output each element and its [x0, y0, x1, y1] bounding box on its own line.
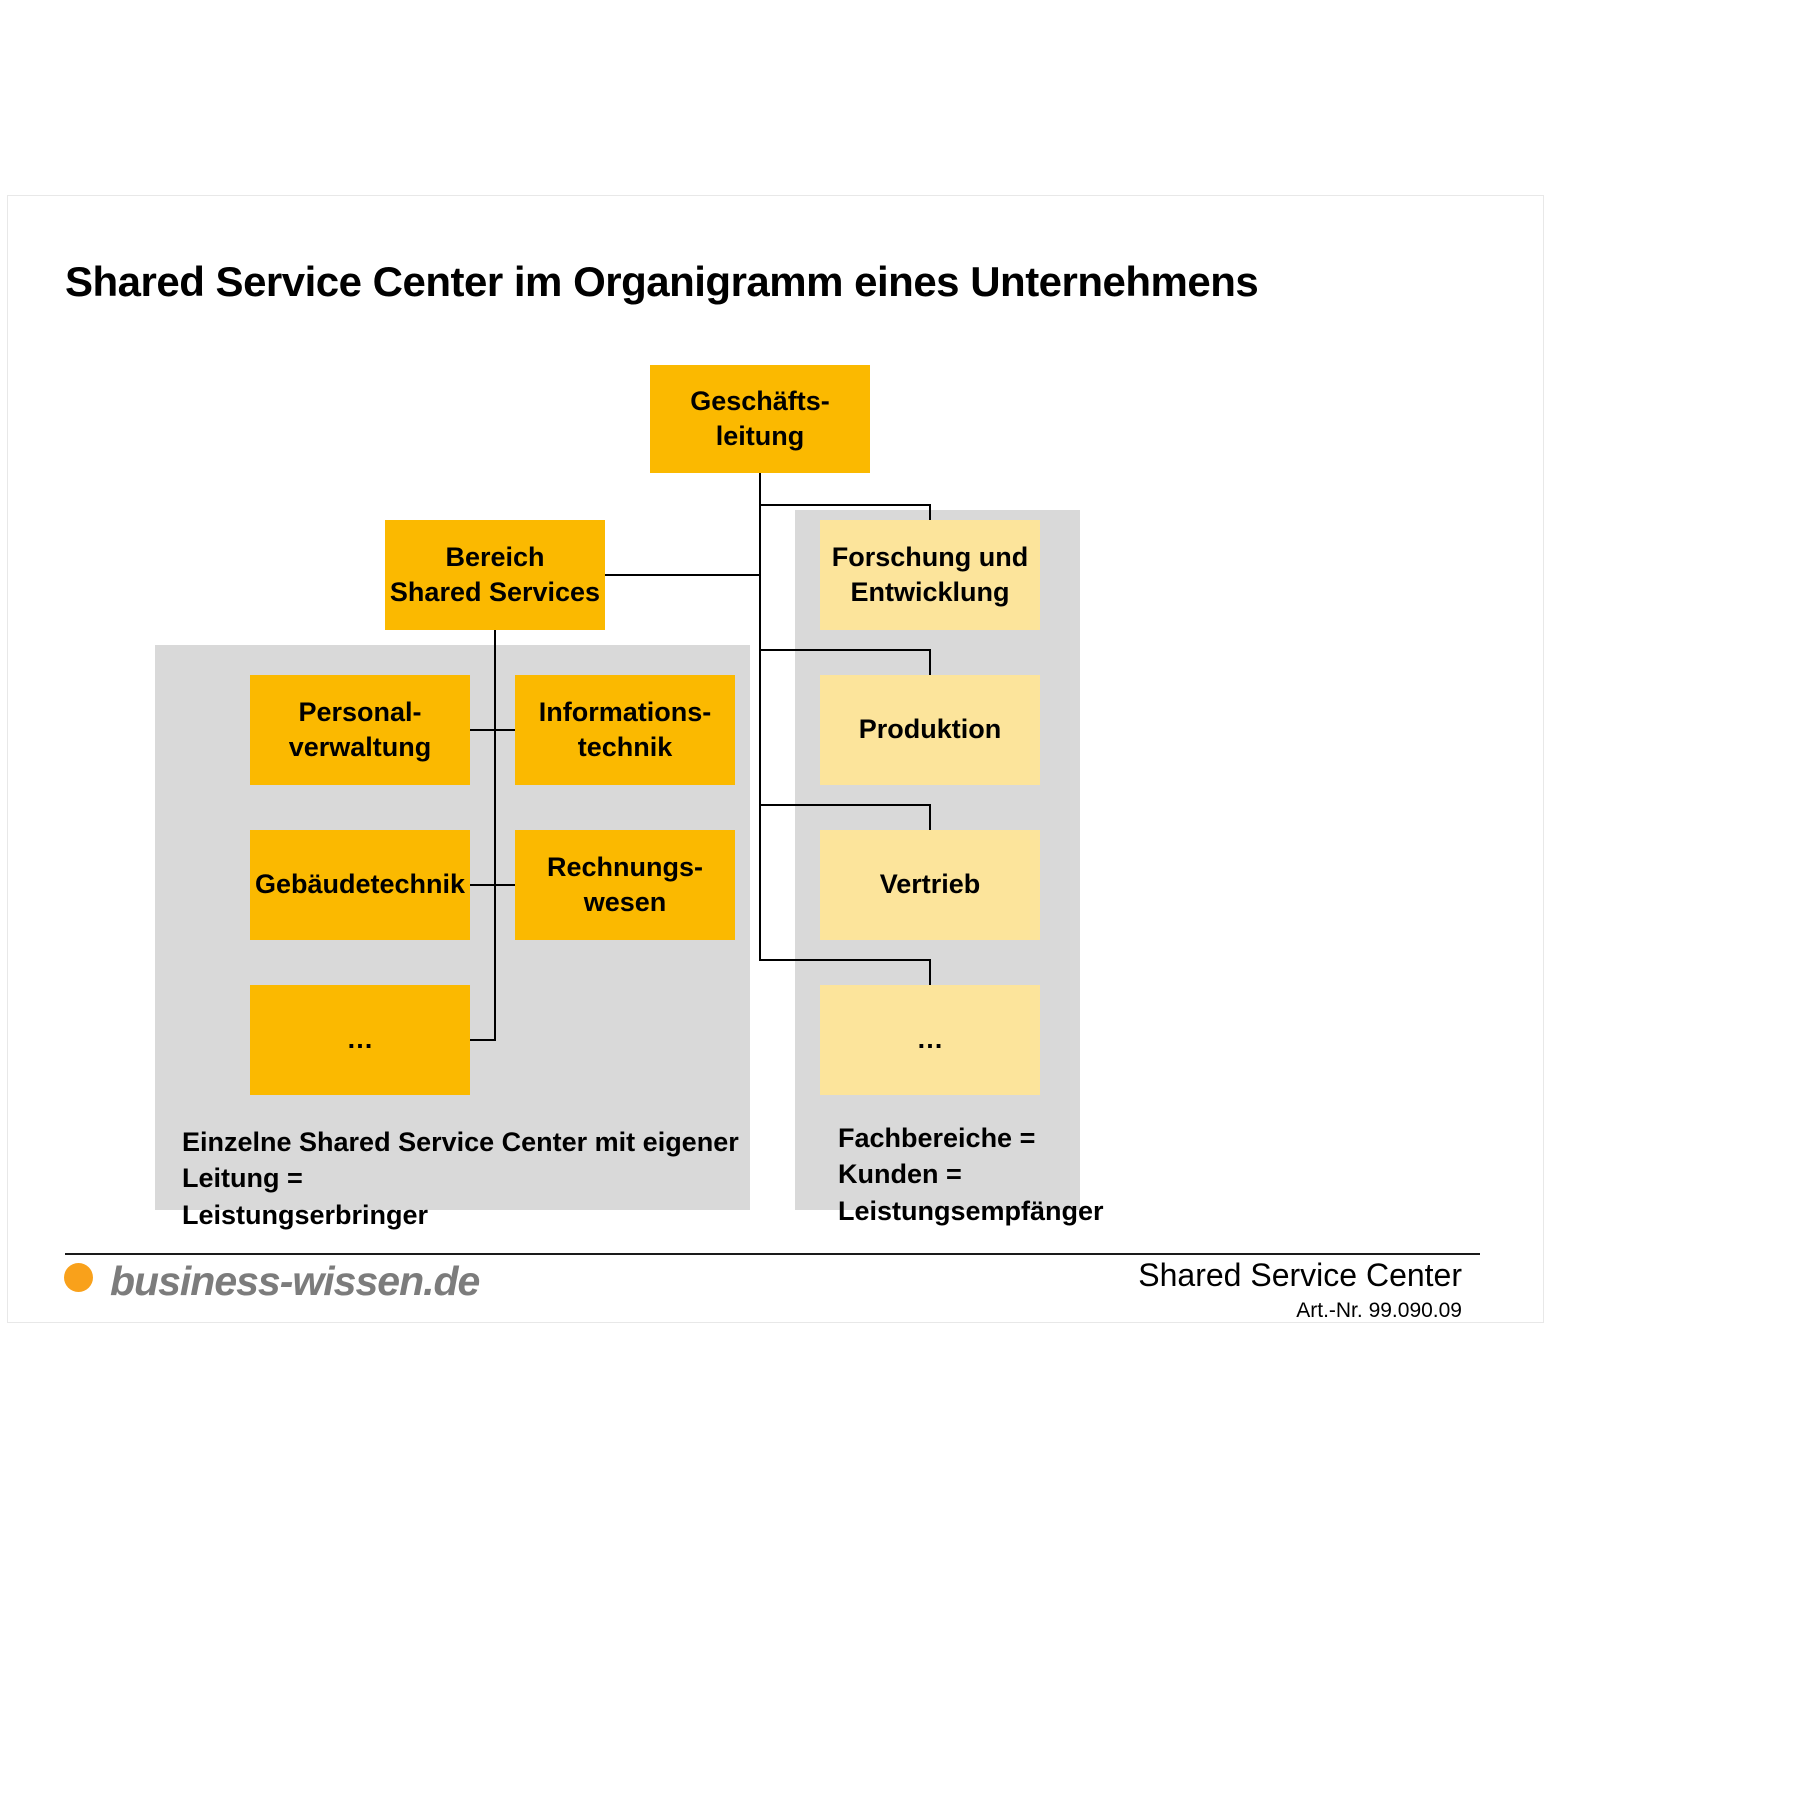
org-box-shared-ellipsis: …: [250, 985, 470, 1095]
org-box-vertrieb: Vertrieb: [820, 830, 1040, 940]
caption-shared-service-center: Einzelne Shared Service Center mit eigen…: [182, 1127, 739, 1230]
connector-to-bereich: [605, 574, 761, 576]
footer-document-info: Shared Service Center Art.-Nr. 99.090.09: [962, 1257, 1462, 1323]
org-box-rechnungswesen: Rechnungs- wesen: [515, 830, 735, 940]
orange-dot-icon: [64, 1263, 93, 1292]
connector-trunk-left: [494, 630, 496, 1041]
connector-branch-forschung-h: [759, 504, 931, 506]
footer-article-number: Art.-Nr. 99.090.09: [1296, 1299, 1462, 1323]
org-box-geschaeftsleitung: Geschäfts- leitung: [650, 365, 870, 473]
org-box-informationstechnik: Informations- technik: [515, 675, 735, 785]
connector-trunk-right: [759, 472, 761, 961]
org-box-bereich-shared-services: Bereich Shared Services: [385, 520, 605, 630]
connector-branch-produktion-h: [759, 649, 931, 651]
org-box-fachbereich-ellipsis: …: [820, 985, 1040, 1095]
brand-logo: business-wissen.de: [110, 1258, 480, 1304]
footer-doc-title: Shared Service Center: [1138, 1257, 1462, 1293]
connector-row3: [470, 1039, 496, 1041]
connector-row2: [470, 884, 515, 886]
connector-branch-dots-h: [759, 959, 931, 961]
connector-branch-produktion-v: [929, 649, 931, 677]
connector-branch-vertrieb-h: [759, 804, 931, 806]
connector-row1: [470, 729, 515, 731]
footer-divider: [65, 1253, 1480, 1255]
org-box-personalverwaltung: Personal- verwaltung: [250, 675, 470, 785]
connector-branch-dots-v: [929, 959, 931, 987]
caption-fachbereiche: Fachbereiche = Kunden = Leistungsempfäng…: [838, 1123, 1104, 1226]
org-box-gebaeudetechnik: Gebäudetechnik: [250, 830, 470, 940]
connector-branch-forschung-v: [929, 504, 931, 522]
org-box-forschung-entwicklung: Forschung und Entwicklung: [820, 520, 1040, 630]
page-title: Shared Service Center im Organigramm ein…: [65, 258, 1259, 305]
connector-branch-vertrieb-v: [929, 804, 931, 832]
org-box-produktion: Produktion: [820, 675, 1040, 785]
